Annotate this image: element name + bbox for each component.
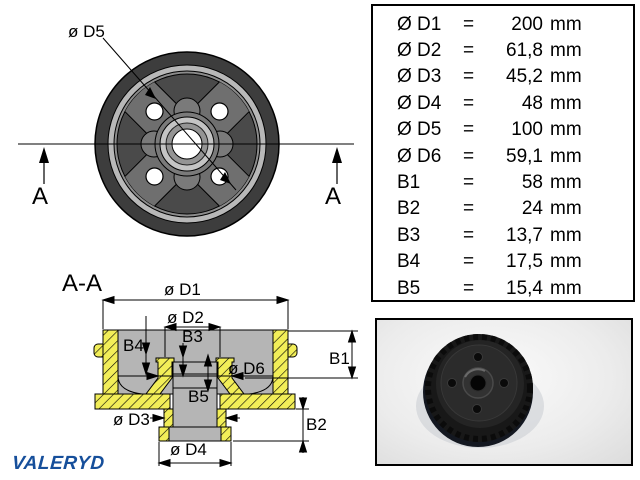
- dimension-value: 61,8: [506, 40, 543, 62]
- section-marker-a-right: A: [325, 183, 342, 210]
- dim-label-b5: B5: [188, 387, 209, 406]
- dimension-label: B1: [397, 172, 421, 194]
- dimension-value: 58: [521, 172, 543, 194]
- dimension-value: 59,1: [506, 145, 543, 167]
- table-row: Ø D3 = 45,2 mm: [397, 64, 633, 90]
- section-marker-a-left: A: [32, 183, 49, 210]
- dimension-label: Ø D1: [397, 13, 442, 35]
- dimension-label: B4: [397, 251, 421, 273]
- equals-sign: =: [463, 224, 475, 246]
- dim-label-d6: ø D6: [228, 359, 265, 378]
- drum-section-drawing: [93, 295, 358, 468]
- table-row: Ø D4 = 48 mm: [397, 90, 633, 116]
- dimension-lines: [101, 295, 358, 468]
- dimension-value: 17,5: [506, 251, 543, 273]
- section-arrow-left: [39, 147, 49, 184]
- dim-label-d3: ø D3: [113, 410, 150, 429]
- dimension-unit: mm: [550, 172, 582, 194]
- equals-sign: =: [463, 277, 475, 299]
- dimension-label: Ø D4: [397, 92, 442, 114]
- dimension-unit: mm: [550, 119, 582, 141]
- dimension-unit: mm: [550, 277, 582, 299]
- dimension-value: 24: [521, 198, 543, 220]
- equals-sign: =: [463, 198, 475, 220]
- bolt-circle-diameter-label: ø D5: [68, 22, 105, 41]
- table-row: B3 = 13,7 mm: [397, 222, 633, 248]
- dimension-unit: mm: [550, 145, 582, 167]
- product-photo: [375, 318, 633, 466]
- section-title: A-A: [62, 270, 103, 297]
- d5-leader-line: [102, 37, 237, 191]
- dim-label-b1: B1: [329, 349, 350, 368]
- dimension-unit: mm: [550, 40, 582, 62]
- equals-sign: =: [463, 251, 475, 273]
- bolt-holes: [145, 102, 229, 186]
- table-row: Ø D6 = 59,1 mm: [397, 143, 633, 169]
- brake-drum-photo-graphic: [416, 334, 544, 448]
- equals-sign: =: [463, 119, 475, 141]
- table-row: Ø D1 = 200 mm: [397, 11, 633, 37]
- equals-sign: =: [463, 13, 475, 35]
- dimension-unit: mm: [550, 251, 582, 273]
- section-arrow-right: [332, 147, 342, 184]
- dimension-unit: mm: [550, 198, 582, 220]
- dimension-value: 45,2: [506, 66, 543, 88]
- dim-label-d1: ø D1: [164, 280, 201, 299]
- dimension-value: 13,7: [506, 224, 543, 246]
- dimension-label: Ø D5: [397, 119, 442, 141]
- table-row: B5 = 15,4 mm: [397, 275, 633, 301]
- dimension-unit: mm: [550, 92, 582, 114]
- equals-sign: =: [463, 145, 475, 167]
- dimension-unit: mm: [550, 224, 582, 246]
- dimension-table: Ø D1 = 200 mm Ø D2 = 61,8 mm Ø D3 = 45,2 mm Ø D4 =…: [371, 4, 635, 302]
- table-row: B4 = 17,5 mm: [397, 249, 633, 275]
- dim-label-b2: B2: [306, 415, 327, 434]
- equals-sign: =: [463, 92, 475, 114]
- table-row: B1 = 58 mm: [397, 169, 633, 195]
- drum-front-view-drawing: [18, 37, 354, 237]
- table-row: B2 = 24 mm: [397, 196, 633, 222]
- dimension-label: B2: [397, 198, 421, 220]
- dimension-label: Ø D3: [397, 66, 442, 88]
- dimension-unit: mm: [550, 66, 582, 88]
- dimension-label: B3: [397, 224, 421, 246]
- dim-label-b3: B3: [182, 327, 203, 346]
- table-row: Ø D2 = 61,8 mm: [397, 37, 633, 63]
- hatched-cut-areas: [93, 329, 298, 442]
- dimension-value: 100: [511, 119, 543, 141]
- dimension-value: 15,4: [506, 277, 543, 299]
- equals-sign: =: [463, 40, 475, 62]
- dimension-label: Ø D2: [397, 40, 442, 62]
- dim-label-d4: ø D4: [170, 440, 207, 459]
- equals-sign: =: [463, 172, 475, 194]
- dimension-unit: mm: [550, 13, 582, 35]
- dimension-label: B5: [397, 277, 421, 299]
- equals-sign: =: [463, 66, 475, 88]
- dim-label-b4: B4: [123, 336, 144, 355]
- dimension-value: 48: [521, 92, 543, 114]
- valeryd-logo: VALERYD: [11, 453, 106, 474]
- table-row: Ø D5 = 100 mm: [397, 117, 633, 143]
- dim-label-d2: ø D2: [167, 308, 204, 327]
- dimension-label: Ø D6: [397, 145, 442, 167]
- dimension-value: 200: [511, 13, 543, 35]
